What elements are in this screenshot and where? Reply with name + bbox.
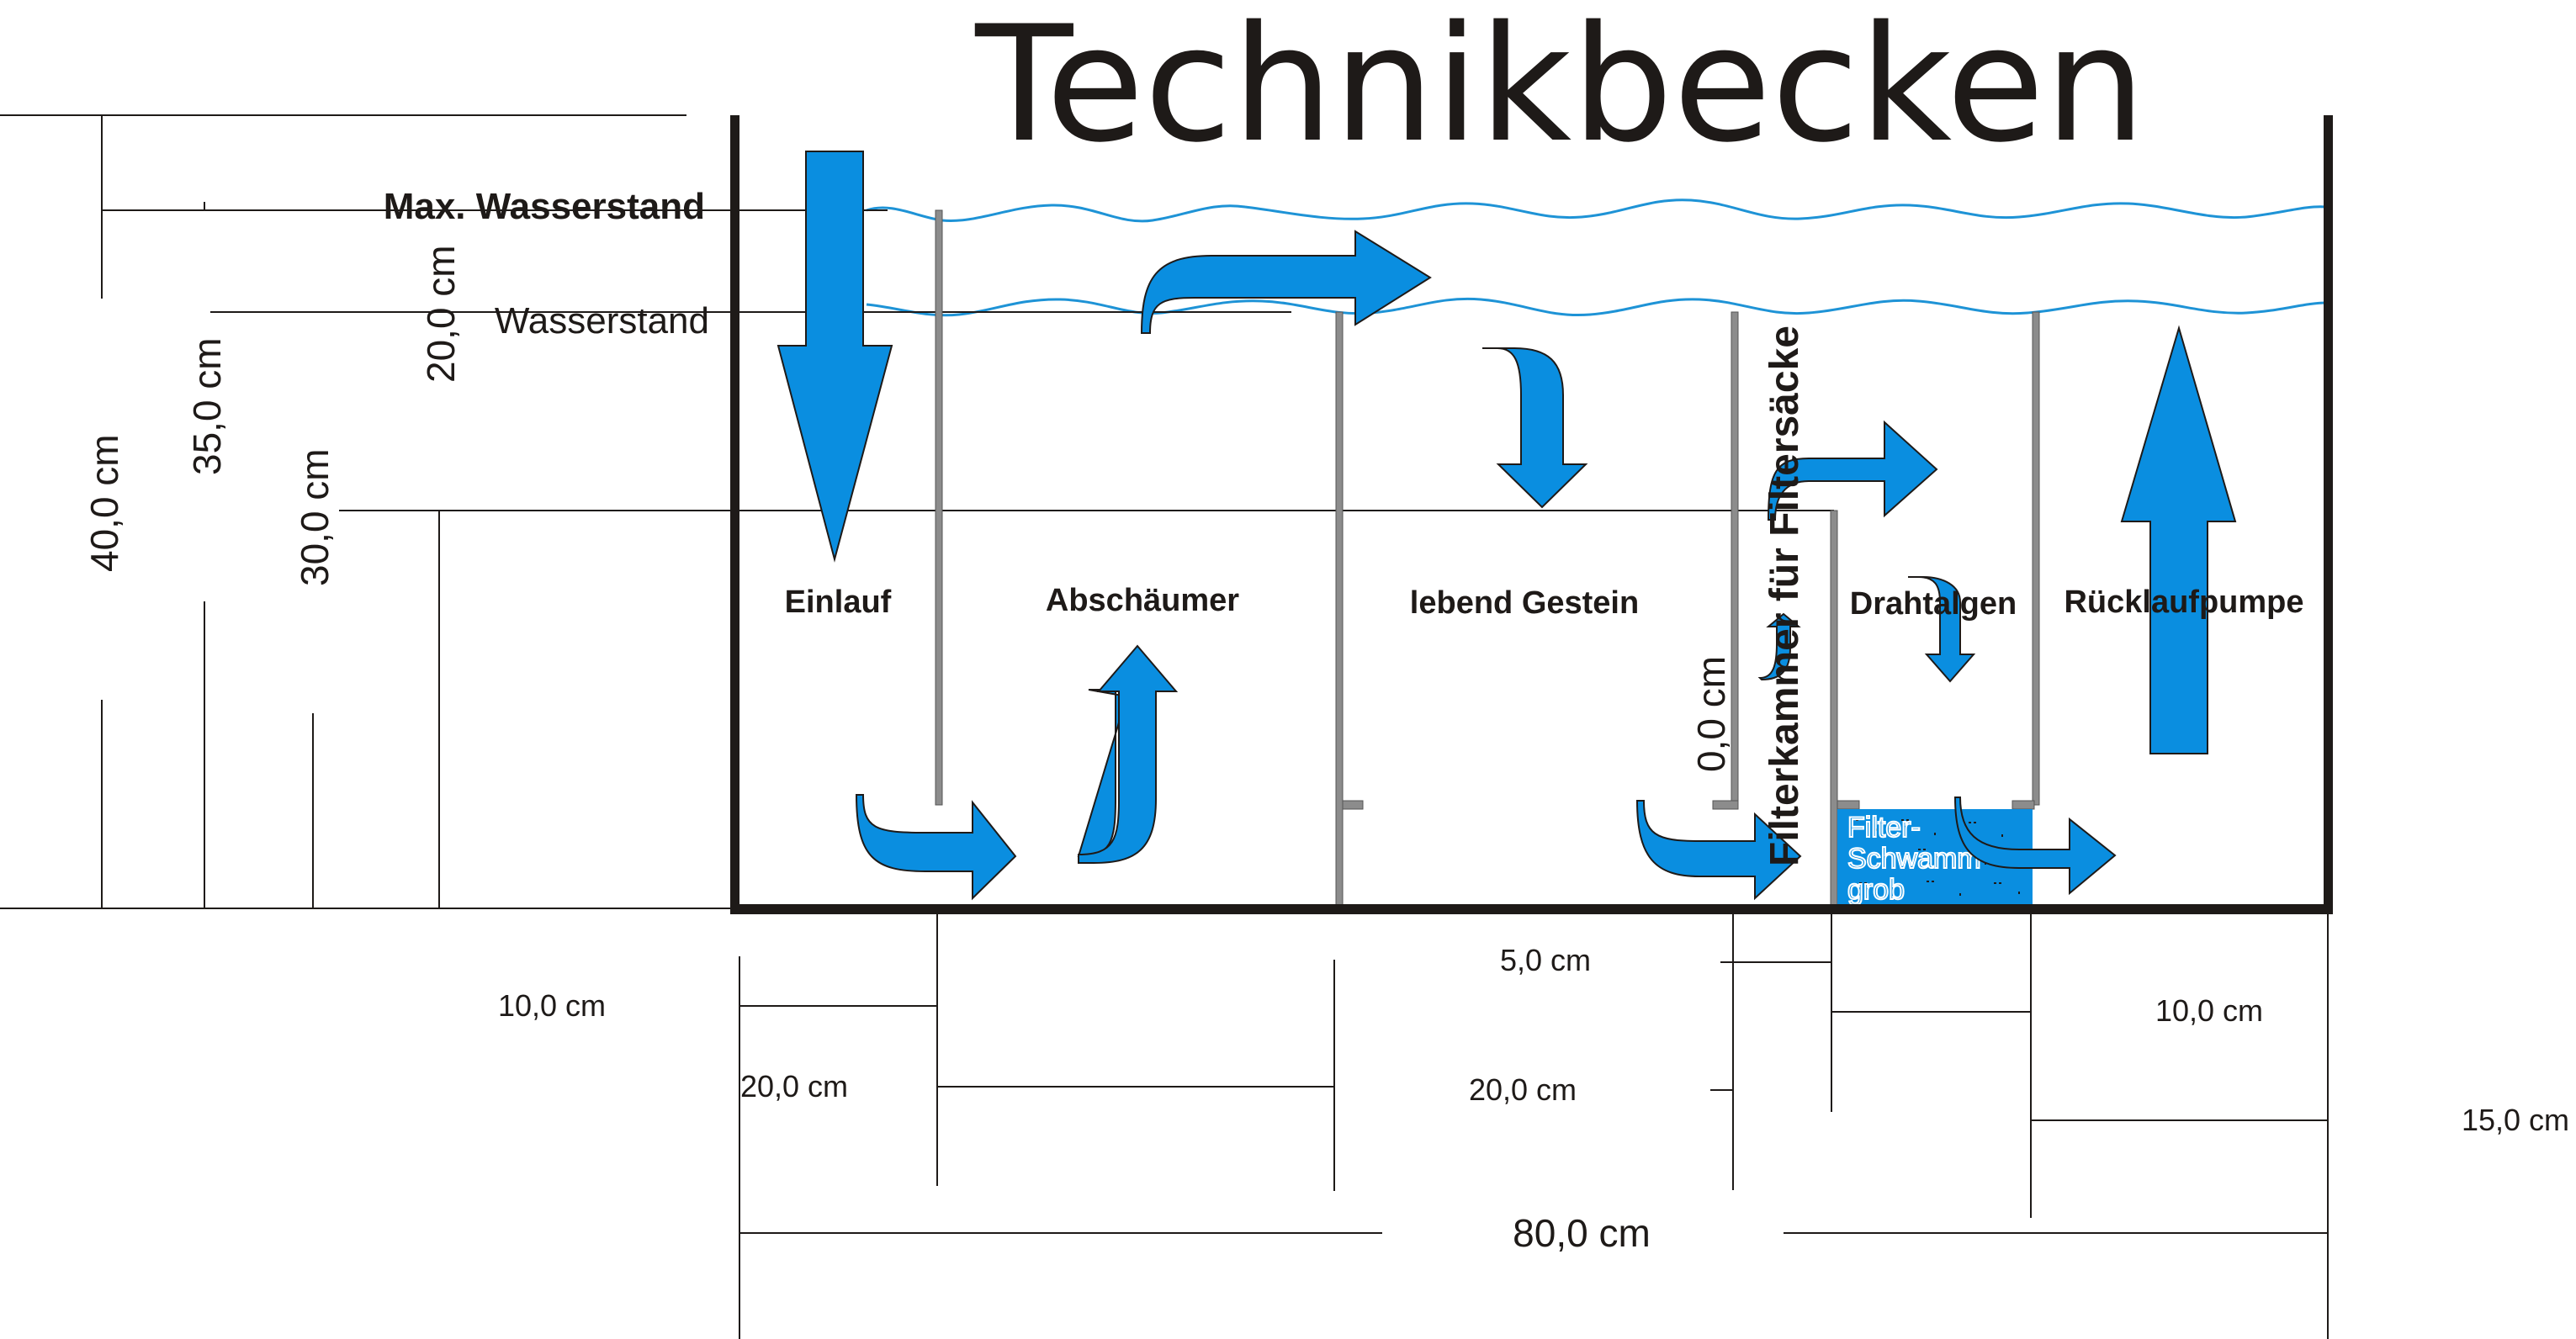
arrow-filterkammer-up [1757,612,1801,681]
filter-sponge: Filter- Schwamm grob [1837,809,2033,907]
dim-label-einlauf-width: 10,0 cm [498,988,606,1023]
arrow-gestein-down [1482,347,1588,509]
sponge-texture [1851,819,2020,898]
dim-label-pumpe-width: 15,0 cm [2462,1103,2569,1137]
baffle-gestein [1731,311,1739,806]
tank-left-wall [730,115,739,914]
chamber-label-drahtalgen: Drahtalgen [1850,586,2017,622]
max-water-label: Max. Wasserstand [384,186,705,227]
arrow-skimmer-up-main [1078,644,1179,864]
arrow-inlet-down [777,151,893,563]
baffle-foot-filter [1837,800,1860,810]
sponge-label-line2: Schwamm [1847,843,1981,875]
baffle-abschaeumer [1335,311,1344,906]
chamber-label-filterkammer: Filterkammer für Filtersäcke [1762,325,1807,866]
arrow-into-filterkammer [1635,800,1802,901]
arrow-through-sponge [1953,797,2117,896]
chamber-label-abschaeumer: Abschäumer [1046,583,1239,618]
tank-bottom [730,904,2333,914]
baffle-einlauf [935,209,943,806]
baffle-foot-drahtalgen [2012,800,2035,810]
max-water-wave [866,198,2327,223]
water-level-label: Wasserstand [495,300,709,341]
dim-label-30cm: 30,0 cm [293,448,337,586]
dim-label-total-width: 80,0 cm [1513,1211,1651,1255]
arrow-drahtalgen-down [1908,576,1976,683]
dim-label-abschaeumer-width: 20,0 cm [740,1069,848,1103]
dim-label-20cm: 20,0 cm [419,245,463,383]
baffle-foot-abschaeumer [1342,800,1364,810]
arrow-einlauf-under-baffle [855,794,1017,901]
sponge-label-line3: grob [1847,874,1905,906]
dim-label-0cm: 0,0 cm [1689,656,1733,772]
dim-label-gestein-width: 20,0 cm [1469,1072,1577,1107]
dim-label-drahtalgen-width: 10,0 cm [2155,993,2263,1028]
dim-label-35cm: 35,0 cm [185,337,229,475]
dim-label-40cm: 40,0 cm [82,434,126,572]
arrow-over-baffle-to-drahtalgen [1767,420,1938,521]
baffle-drahtalgen [2032,311,2040,806]
arrow-over-baffle-right [1140,230,1432,334]
dim-label-filter-width: 5,0 cm [1500,943,1591,977]
baffle-filterkammer [1830,510,1838,906]
chamber-label-ruecklaufpumpe: Rücklaufpumpe [2064,585,2303,620]
diagram-title: Technikbecken [974,0,2145,177]
chamber-label-lebend-gestein: lebend Gestein [1410,585,1639,621]
tank-right-wall [2324,115,2333,914]
baffle-foot-gestein [1712,800,1739,810]
chamber-label-einlauf: Einlauf [785,585,892,620]
sponge-label-line1: Filter- [1847,812,1921,844]
water-level-wave [866,297,2327,317]
arrow-pump-up [2120,325,2237,754]
